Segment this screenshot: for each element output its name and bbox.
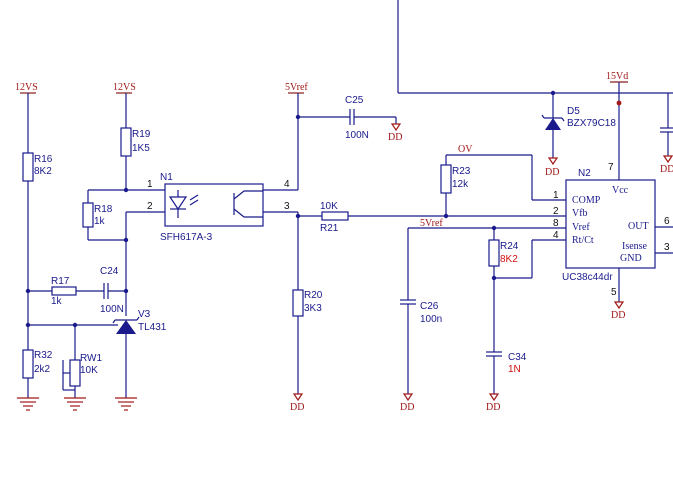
schematic-label: R17	[51, 276, 70, 287]
resistor-r20	[292, 289, 304, 317]
resistor-r21	[321, 211, 349, 221]
schematic-label: 100N	[100, 304, 124, 315]
schematic-label: BZX79C18	[567, 118, 616, 129]
capacitor-c34	[486, 351, 502, 357]
schematic-label: Isense	[622, 241, 648, 252]
schematic-label: 10K	[80, 365, 98, 376]
schematic-label: 8	[553, 218, 559, 229]
resistor-r24	[488, 239, 500, 267]
resistor-r32	[22, 349, 34, 379]
schematic-label: Rt/Ct	[572, 235, 594, 246]
schematic-label: Vref	[572, 222, 590, 233]
ground-symbol	[115, 397, 137, 411]
schematic-label: C34	[508, 352, 527, 363]
schematic-label: 3	[664, 242, 670, 253]
schematic-label: DD	[388, 132, 402, 143]
schematic-label: UC38c44dr	[562, 272, 613, 283]
zener-diode-d5	[541, 114, 565, 130]
schematic-label: D5	[567, 106, 580, 117]
schematic-label: 1N	[508, 364, 521, 375]
schematic-label: Vcc	[612, 185, 629, 196]
schematic-label: R23	[452, 166, 471, 177]
schematic-label: R20	[304, 290, 323, 301]
schematic-label: OV	[458, 144, 473, 155]
schematic-label: 8K2	[500, 254, 518, 265]
schematic-label: 7	[608, 162, 614, 173]
schematic-label: 1	[553, 190, 559, 201]
capacitor-c26	[400, 299, 416, 305]
schematic-label: 5Vref	[420, 218, 443, 229]
schematic-label: SFH617A-3	[160, 232, 213, 243]
schematic-label: 1	[147, 179, 153, 190]
ground-symbol	[17, 397, 39, 411]
schematic-label: COMP	[572, 195, 601, 206]
schematic-label: 3	[284, 201, 290, 212]
schematic-label: 2	[147, 201, 153, 212]
schematic-label: OUT	[628, 221, 649, 232]
schematic-label: 3K3	[304, 303, 322, 314]
schematic-label: 12VS	[113, 82, 136, 93]
schematic-label: 12k	[452, 179, 469, 190]
schematic-label: TL431	[138, 322, 167, 333]
schematic-label: 1k	[51, 296, 63, 307]
resistor-r23	[440, 164, 452, 194]
schematic-label: C24	[100, 266, 119, 277]
schematic-label: 2	[553, 206, 559, 217]
schematic-label: DD	[660, 164, 673, 175]
schematic-label: C26	[420, 301, 439, 312]
schematic-label: R24	[500, 241, 519, 252]
resistor-r16	[22, 152, 34, 182]
resistor-r18	[82, 202, 94, 228]
capacitor-c25	[349, 109, 355, 125]
capacitor-c24	[103, 283, 109, 299]
schematic-label: 100N	[345, 130, 369, 141]
resistor-r19	[120, 127, 132, 157]
schematic-label: V3	[138, 309, 151, 320]
schematic-label: 5	[611, 287, 617, 298]
schematic-label: R18	[94, 204, 113, 215]
power-5vref-mid: 5Vref	[420, 218, 443, 229]
schematic-label: RW1	[80, 353, 102, 364]
power-5vref-top: 5Vref	[285, 82, 308, 94]
schematic-label: 1K5	[132, 143, 150, 154]
schematic-label: 12VS	[15, 82, 38, 93]
schematic-label: 10K	[320, 201, 338, 212]
schematic-label: DD	[486, 402, 500, 413]
schematic-label: 4	[553, 230, 559, 241]
schematic-label: 1k	[94, 216, 106, 227]
potentiometer-rw1	[69, 359, 81, 387]
schematic-label: 100n	[420, 314, 442, 325]
schematic-label: Vfb	[572, 208, 588, 219]
schematic-label: GND	[620, 253, 642, 264]
power-12vs-mid: 12VS	[113, 82, 136, 94]
schematic-label: R32	[34, 350, 53, 361]
schematic-label: 15Vd	[606, 71, 628, 82]
optocoupler-n1	[164, 183, 264, 227]
ground-symbol	[64, 397, 86, 411]
schematic-label: 2k2	[34, 364, 51, 375]
resistor-r17	[51, 286, 77, 296]
schematic-label: 5Vref	[285, 82, 308, 93]
schematic-label: N1	[160, 172, 173, 183]
schematic-label: DD	[611, 310, 625, 321]
schematic-label: DD	[290, 402, 304, 413]
schematic-label: C25	[345, 95, 364, 106]
schematic-label: R21	[320, 223, 339, 234]
power-12vs-left: 12VS	[15, 82, 38, 94]
schematic-label: 4	[284, 179, 290, 190]
schematic-label: DD	[545, 167, 559, 178]
controller-n2	[565, 179, 656, 269]
schematic-label: DD	[400, 402, 414, 413]
schematic-label: R16	[34, 154, 53, 165]
schematic-label: R19	[132, 129, 151, 140]
schematic-label: 6	[664, 216, 670, 227]
schematic-label: N2	[578, 168, 591, 179]
schematic-label: 8K2	[34, 166, 52, 177]
power-ov: OV	[458, 144, 473, 155]
shunt-regulator-v3	[112, 316, 140, 398]
power-15vd: 15Vd	[606, 71, 628, 83]
